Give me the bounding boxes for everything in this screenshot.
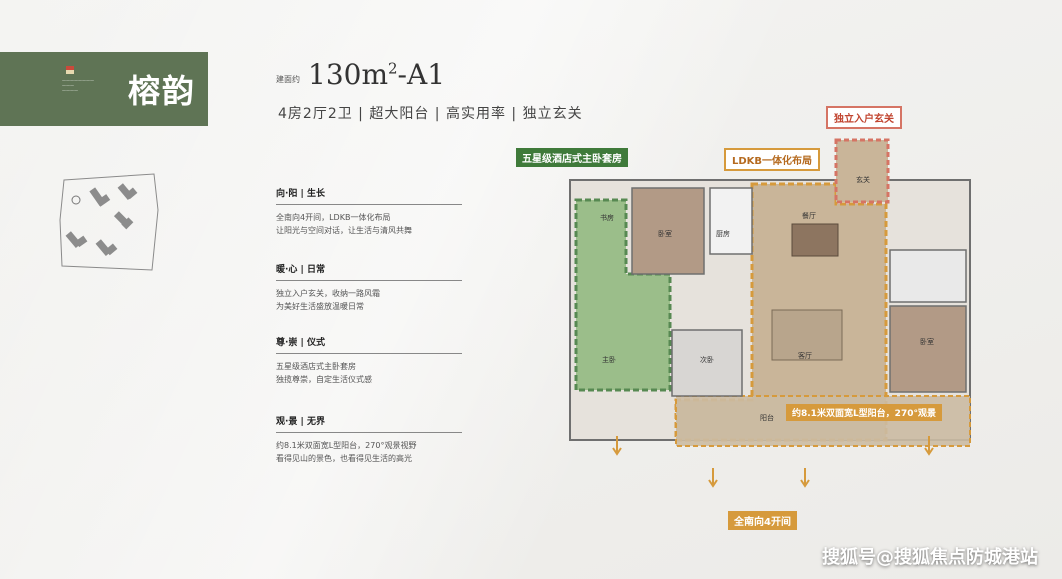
section-text: 为美好生活盛放温暖日常 (276, 302, 364, 311)
room-label: 厨房 (716, 229, 730, 238)
arrow-down-icon (924, 436, 934, 456)
tag-master-suite: 五星级酒店式主卧套房 (516, 148, 628, 167)
section-text: 让阳光与空间对话，让生活与清风共舞 (276, 226, 412, 235)
arrow-down-icon (800, 468, 810, 488)
room-label: 卧室 (920, 337, 934, 346)
room-label: 餐厅 (802, 211, 816, 220)
section-text: 独揽尊崇，自定生活仪式感 (276, 375, 372, 384)
watermark: 搜狐号@搜狐焦点防城港站 (822, 547, 1038, 568)
room-label: 玄关 (856, 175, 870, 184)
section-text: 看得见山的景色，也看得见生活的高光 (276, 454, 412, 463)
room-label: 次卧 (700, 355, 714, 364)
tag-balcony: 约8.1米双面宽L型阳台，270°观景 (786, 404, 942, 421)
tag-ldkb: LDKB一体化布局 (724, 148, 821, 171)
page-title: 榕韵 (128, 72, 197, 110)
room-label: 客厅 (798, 351, 812, 360)
room-label: 阳台 (760, 413, 774, 422)
room-label: 主卧 (602, 355, 616, 364)
entrance-zone (834, 138, 890, 204)
section-heading: 向·阳 | 生长 (276, 186, 462, 205)
arrow-down-icon (612, 436, 622, 456)
tag-entrance: 独立入户玄关 (826, 106, 902, 129)
feature-line: 4房2厅2卫 | 超大阳台 | 高实用率 | 独立玄关 (278, 106, 583, 122)
section-orientation: 向·阳 | 生长 全南向4开间，LDKB一体化布局 让阳光与空间对话，让生活与清… (276, 186, 462, 237)
section-text: 约8.1米双面宽L型阳台，270°观景视野 (276, 441, 417, 450)
logo-mark (66, 66, 74, 74)
title-band (0, 52, 208, 126)
room-label: 卧室 (658, 229, 672, 238)
site-map-icon (59, 173, 159, 271)
section-text: 独立入户玄关，收纳一路风霜 (276, 289, 380, 298)
section-view: 观·景 | 无界 约8.1米双面宽L型阳台，270°观景视野 看得见山的景色，也… (276, 414, 462, 465)
section-heading: 尊·崇 | 仪式 (276, 335, 462, 354)
section-heading: 观·景 | 无界 (276, 414, 462, 433)
section-entrance: 暖·心 | 日常 独立入户玄关，收纳一路风霜 为美好生活盛放温暖日常 (276, 262, 462, 313)
area-label: 建面约 (276, 75, 300, 84)
section-text: 五星级酒店式主卧套房 (276, 362, 356, 371)
tag-south: 全南向4开间 (728, 511, 797, 530)
section-heading: 暖·心 | 日常 (276, 262, 462, 281)
room-label: 书房 (600, 213, 614, 222)
area-value: 130m2-A1 (308, 58, 446, 91)
section-master: 尊·崇 | 仪式 五星级酒店式主卧套房 独揽尊崇，自定生活仪式感 (276, 335, 462, 386)
logo-caption: ———————— ——— ———— (62, 78, 94, 93)
arrow-down-icon (708, 468, 718, 488)
section-text: 全南向4开间，LDKB一体化布局 (276, 213, 391, 222)
